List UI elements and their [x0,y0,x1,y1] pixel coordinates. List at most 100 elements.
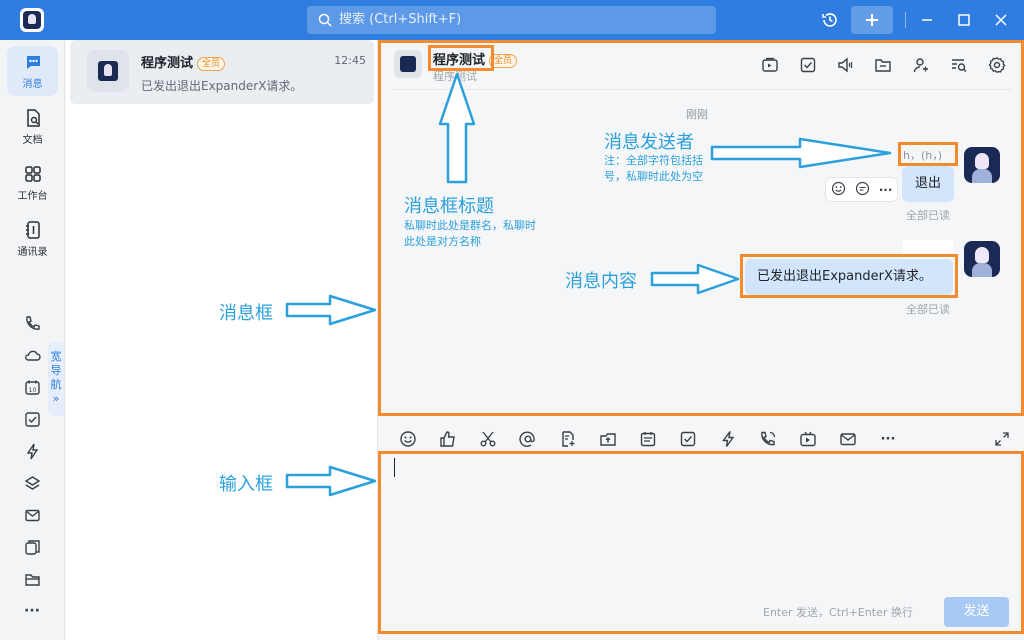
message-sender: h，(h，) [903,149,943,162]
doc-add-icon[interactable] [557,428,579,450]
cloud-icon[interactable] [20,343,44,367]
video-meeting-icon[interactable] [759,54,781,76]
search-history-icon[interactable] [948,54,970,76]
expand-icon[interactable] [991,428,1013,450]
annotation-input-box-label: 输入框 [219,474,273,495]
header-divider [392,89,1012,90]
voice-call-icon[interactable] [757,428,779,450]
folder-icon[interactable] [20,567,44,591]
settings-gear-icon[interactable] [986,54,1008,76]
more-icon[interactable]: ··· [24,603,40,619]
mail-icon[interactable] [20,503,44,527]
send-button[interactable]: 发送 [944,597,1009,627]
app-logo [20,8,44,32]
conversation-list: 程序测试全员 12:45 已发出退出ExpanderX请求。 [66,40,378,640]
annotation-content-label: 消息内容 [565,271,637,292]
upload-icon[interactable] [597,428,619,450]
chat-bubble-icon [25,56,40,69]
avatar [87,50,129,92]
reply-icon[interactable] [855,181,870,199]
document-icon [26,109,40,127]
maximize-icon[interactable] [952,8,976,32]
input-box-highlight [378,451,1024,634]
thumbs-up-icon[interactable] [437,428,459,450]
sender-avatar[interactable] [964,241,1000,277]
history-icon[interactable] [818,8,842,32]
lightning-icon[interactable] [717,428,739,450]
more-tools-icon[interactable]: ··· [880,431,896,447]
nav-item-messages[interactable]: 消息 [7,46,58,96]
task-check-icon[interactable] [677,428,699,450]
all-members-badge: 全员 [489,54,518,68]
message-card [903,240,953,258]
message-hover-toolbar: ··· [825,177,898,202]
message-input[interactable] [394,458,395,477]
conversation-title: 程序测试 [141,56,194,71]
chat-title-highlight [428,45,494,71]
chat-title-text: 程序测试 [433,53,486,68]
task-check-icon[interactable] [797,54,819,76]
wide-nav-label: 宽导航 [50,350,62,391]
conversation-preview: 已发出退出ExpanderX请求。 [141,79,303,93]
wide-nav-toggle[interactable]: 宽导航 » [48,342,64,416]
task-check-icon[interactable] [20,407,44,431]
svg-text:10: 10 [28,387,36,394]
conversation-time: 12:45 [334,54,366,67]
sender-avatar[interactable] [964,147,1000,183]
read-status: 全部已读 [906,209,950,222]
double-chevron-icon: » [52,392,60,405]
close-icon[interactable] [989,8,1013,32]
mention-icon[interactable] [517,428,539,450]
annotation-sender-note: 注：全部字符包括括号，私聊时此处为空 [604,154,703,183]
emoji-reaction-icon[interactable] [831,181,846,199]
add-member-icon[interactable] [910,54,932,76]
more-options-icon[interactable]: ··· [878,182,893,197]
minimize-icon[interactable] [915,8,939,32]
input-hint: Enter 发送，Ctrl+Enter 换行 [763,606,913,619]
title-bar-divider [905,12,906,28]
message-box-highlight [378,40,1024,416]
nav-label: 工作台 [17,191,48,202]
folder-icon[interactable] [872,54,894,76]
video-icon[interactable] [797,428,819,450]
annotation-message-box-label: 消息框 [219,303,273,324]
plus-icon [866,14,878,26]
read-status: 全部已读 [906,303,950,316]
calendar-icon[interactable] [637,428,659,450]
annotation-title-note: 私聊时此处是群名，私聊时此处是对方名称 [404,219,536,248]
nav-item-docs[interactable]: 文档 [7,102,58,152]
message-bubble[interactable]: 已发出退出ExpanderX请求。 [745,259,953,295]
sender-highlight [898,142,958,166]
announcement-icon[interactable] [834,54,856,76]
lightning-icon[interactable] [20,439,44,463]
title-bar: 搜索 (Ctrl+Shift+F) [0,0,1024,40]
minutes-icon[interactable] [20,535,44,559]
input-toolbar: ··· [380,426,1024,452]
layers-icon[interactable] [20,471,44,495]
search-placeholder: 搜索 (Ctrl+Shift+F) [339,12,462,27]
phone-icon[interactable] [20,311,44,335]
annotation-title-label: 消息框标题 [404,196,494,217]
add-button[interactable] [851,6,893,34]
nav-label: 文档 [22,135,43,146]
search-icon [318,13,332,27]
nav-label: 消息 [22,79,43,90]
search-input[interactable]: 搜索 (Ctrl+Shift+F) [307,6,716,34]
nav-label: 通讯录 [17,247,48,258]
nav-item-workbench[interactable]: 工作台 [7,158,58,208]
chat-title[interactable]: 程序测试全员 [433,49,518,68]
grid-icon [24,166,41,182]
conversation-name: 程序测试全员 [141,52,226,71]
emoji-icon[interactable] [397,428,419,450]
message-bubble[interactable]: 退出 [902,166,954,202]
mail-icon[interactable] [837,428,859,450]
calendar-icon[interactable]: 10 [20,375,44,399]
conversation-item[interactable]: 程序测试全员 12:45 已发出退出ExpanderX请求。 [70,40,374,104]
annotation-sender-label: 消息发送者 [604,132,694,153]
content-highlight [740,254,958,298]
scissors-icon[interactable] [477,428,499,450]
nav-item-contacts[interactable]: 通讯录 [7,214,58,264]
time-separator: 刚刚 [686,108,708,121]
